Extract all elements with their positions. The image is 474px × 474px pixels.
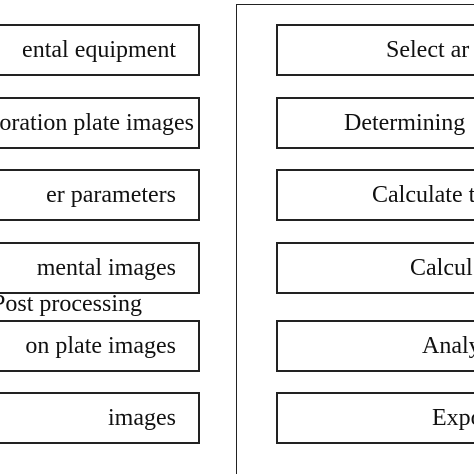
step-box-calibration-plate-images: oration plate images <box>0 97 200 149</box>
step-box-calculate: Calculate t <box>276 169 474 221</box>
step-box-select-area: Select ar <box>276 24 474 76</box>
step-box-analyze: Analy <box>276 320 474 372</box>
post-processing-caption: Post processing <box>0 291 142 317</box>
step-label: Select ar <box>386 37 470 63</box>
step-label: Calculate t <box>372 182 474 208</box>
step-box-export: Expo <box>276 392 474 444</box>
step-box-plate-images: on plate images <box>0 320 200 372</box>
step-label: Determining <box>344 110 466 136</box>
step-label: er parameters <box>46 182 176 208</box>
step-label: Expo <box>432 405 474 431</box>
step-box-equipment: ental equipment <box>0 24 200 76</box>
step-label: ental equipment <box>22 37 176 63</box>
step-label: images <box>108 405 176 431</box>
step-label: Analy <box>422 333 474 359</box>
step-box-determining: Determining <box>276 97 474 149</box>
step-box-parameters: er parameters <box>0 169 200 221</box>
step-box-experimental-images: mental images <box>0 242 200 294</box>
step-box-images: images <box>0 392 200 444</box>
step-label: Calcul <box>410 255 473 281</box>
step-label: oration plate images <box>0 110 194 136</box>
step-box-calculate-2: Calcul <box>276 242 474 294</box>
step-label: on plate images <box>25 333 176 359</box>
post-processing-panel <box>236 4 474 474</box>
step-label: mental images <box>36 255 176 281</box>
